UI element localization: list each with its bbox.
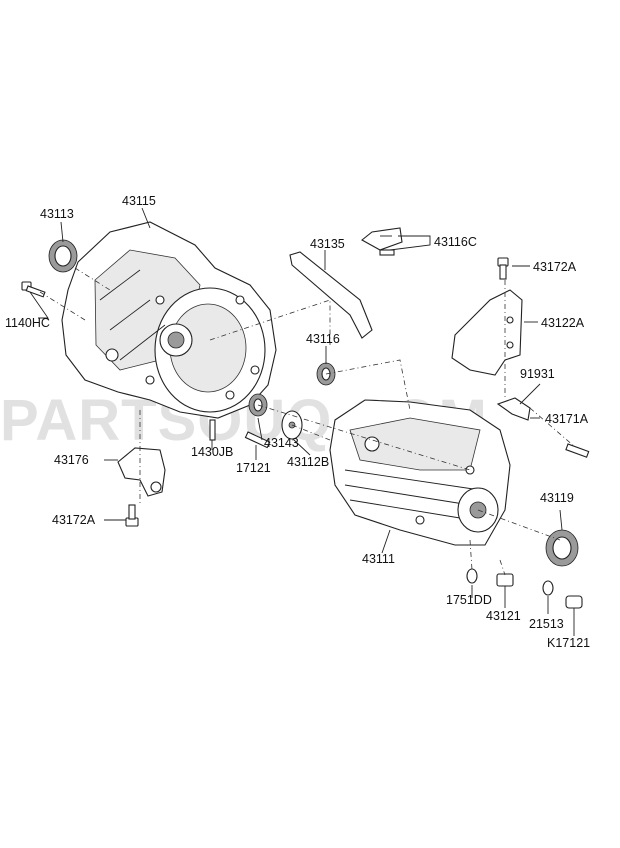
label-43172A-top[interactable]: 43172A: [533, 260, 577, 274]
clip-91931[interactable]: [496, 397, 531, 421]
label-1751DD[interactable]: 1751DD: [446, 593, 492, 607]
label-1430JB[interactable]: 1430JB: [191, 445, 233, 459]
plug-K17121[interactable]: [565, 595, 583, 609]
label-43116[interactable]: 43116: [306, 332, 340, 346]
bolt-43172A-bottom[interactable]: [125, 504, 139, 527]
bolt-43172A-top[interactable]: [497, 257, 509, 280]
label-21513[interactable]: 21513: [529, 617, 564, 631]
bracket-43122A[interactable]: [451, 289, 523, 376]
label-43176[interactable]: 43176: [54, 453, 89, 467]
label-17121[interactable]: 17121: [236, 461, 271, 475]
sealant-tube-43116C[interactable]: [361, 227, 403, 256]
pin-1430JB[interactable]: [209, 419, 216, 441]
label-43119[interactable]: 43119: [540, 491, 574, 505]
label-43116C[interactable]: 43116C: [434, 235, 477, 249]
label-43115[interactable]: 43115: [122, 194, 156, 208]
seal-43113[interactable]: [48, 239, 78, 273]
label-43135[interactable]: 43135: [310, 237, 345, 251]
label-43113[interactable]: 43113: [40, 207, 74, 221]
seal-43119[interactable]: [545, 529, 579, 567]
o-ring-1751DD[interactable]: [466, 568, 478, 584]
label-43122A[interactable]: 43122A: [541, 316, 585, 330]
label-43112B[interactable]: 43112B: [287, 455, 329, 469]
dowel-17121[interactable]: [244, 431, 271, 449]
gasket-strip-43135[interactable]: [289, 251, 373, 339]
label-K17121[interactable]: K17121: [547, 636, 590, 650]
leader-lines: [29, 207, 575, 636]
alignment-lines: [39, 267, 576, 576]
label-43172A-bottom[interactable]: 43172A: [52, 513, 96, 527]
bolt-43171A[interactable]: [565, 443, 590, 458]
clutch-housing-43115[interactable]: [61, 221, 277, 419]
bracket-43176[interactable]: [117, 447, 166, 497]
label-43143[interactable]: 43143: [264, 436, 299, 450]
label-43171A[interactable]: 43171A: [545, 412, 589, 426]
label-43111[interactable]: 43111: [362, 552, 395, 566]
label-43121[interactable]: 43121: [486, 609, 521, 623]
bolt-1140HC[interactable]: [21, 281, 46, 298]
washer-21513[interactable]: [542, 580, 554, 596]
label-91931[interactable]: 91931: [520, 367, 555, 381]
label-1140HC[interactable]: 1140HC: [5, 316, 50, 330]
transmission-case-43111[interactable]: [329, 399, 511, 546]
plug-43121[interactable]: [496, 573, 514, 587]
